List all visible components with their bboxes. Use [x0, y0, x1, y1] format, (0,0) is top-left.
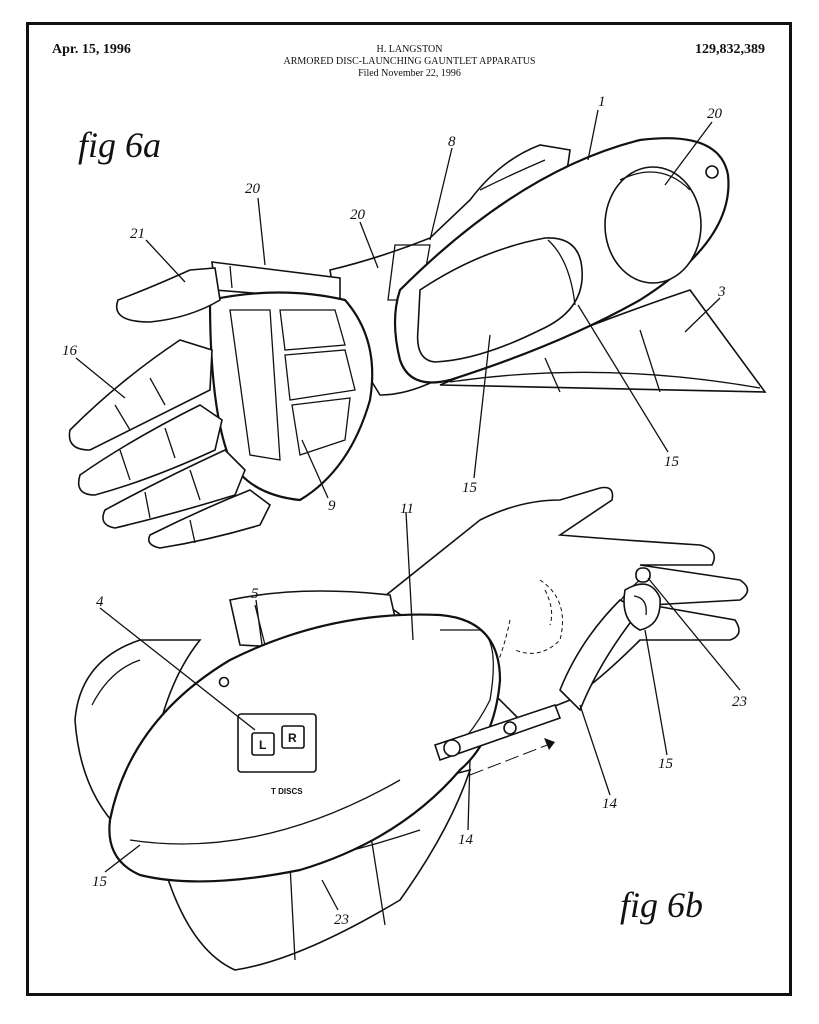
callout-21: 21: [130, 226, 145, 242]
callout-11: 11: [400, 501, 414, 517]
callout-23-right: 23: [732, 694, 747, 710]
inventor-name: H. LANGSTON: [376, 44, 443, 55]
panel-caption: T DISCS: [271, 787, 303, 796]
callout-15-left: 15: [92, 874, 108, 890]
callout-20-top: 20: [707, 106, 723, 122]
figure-6b-label: fig 6b: [620, 885, 704, 925]
callout-14-right: 14: [602, 796, 618, 812]
callout-5: 5: [251, 586, 259, 602]
patent-title-block: H. LANGSTON ARMORED DISC-LAUNCHING GAUNT…: [0, 44, 819, 80]
drawing-border: [26, 22, 792, 996]
callout-3: 3: [717, 284, 726, 300]
panel-button-r: R: [288, 731, 297, 745]
figure-6b-illustration: L R T DISCS: [74, 486, 749, 971]
figure-6a-label: fig 6a: [78, 125, 162, 165]
callout-20-left: 20: [245, 181, 261, 197]
patent-number: 129,832,389: [695, 42, 765, 57]
callout-20-mid: 20: [350, 207, 366, 223]
callout-1: 1: [598, 94, 606, 110]
figure-6a-callouts: 1 20 8 20 20 21 16 3 15 15 9: [62, 94, 726, 514]
filing-date: Filed November 22, 1996: [358, 68, 461, 79]
callout-4: 4: [96, 594, 104, 610]
patent-title: ARMORED DISC-LAUNCHING GAUNTLET APPARATU…: [283, 56, 536, 67]
figure-6b-callouts: 11 4 5 23 15 14 14 15 23: [92, 501, 747, 928]
callout-15-right-b: 15: [658, 756, 674, 772]
callout-14-mid: 14: [458, 832, 474, 848]
callout-23-bottom: 23: [334, 912, 349, 928]
callout-15-mid: 15: [462, 480, 478, 496]
figure-6a-illustration: [68, 109, 767, 549]
callout-9: 9: [328, 498, 336, 514]
panel-button-l: L: [259, 738, 266, 752]
callout-16: 16: [62, 343, 78, 359]
callout-8: 8: [448, 134, 456, 150]
callout-15-right: 15: [664, 454, 680, 470]
patent-date: Apr. 15, 1996: [52, 42, 131, 57]
